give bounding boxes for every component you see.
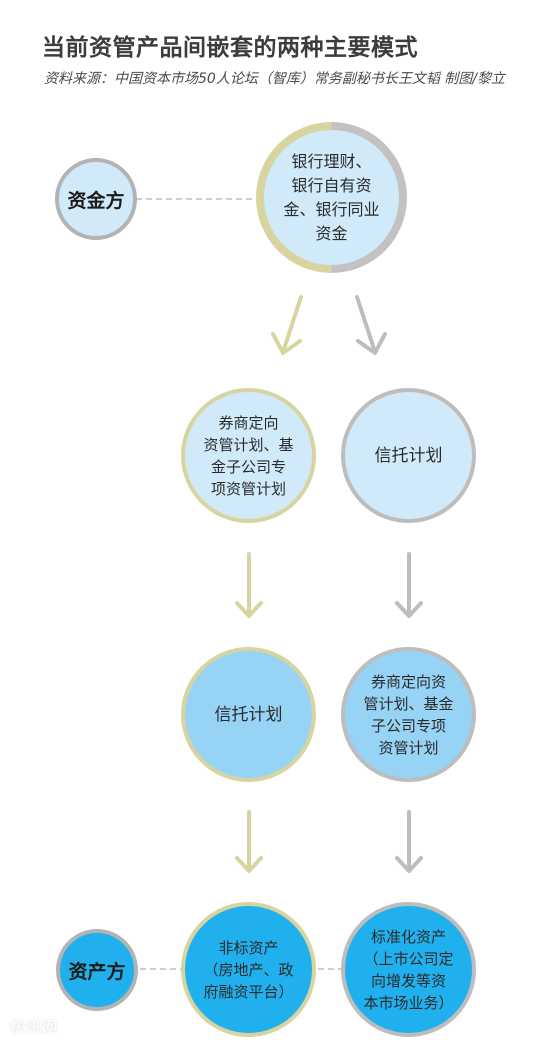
level2-left-line-4: 项资管计划 — [210, 479, 286, 498]
level2-right-label: 信托计划 — [374, 445, 443, 466]
level3-right-line-2: 管计划、基金 — [363, 694, 454, 713]
asset-side-label: 资产方 — [68, 960, 126, 983]
trust-plan-node-right: 信托计划 — [341, 388, 476, 523]
level2-left-line-1: 券商定向 — [218, 413, 279, 432]
bank-line-4: 资金 — [315, 223, 348, 243]
level2-left-line-3: 金子公司专 — [210, 457, 286, 476]
broker-fund-plan-node-left: 券商定向 资管计划、基 金子公司专 项资管计划 — [181, 388, 316, 523]
asset-left-line-1: 非标资产 — [218, 938, 279, 957]
arrow-bank-to-right — [355, 295, 387, 355]
asset-right-line-4: 本市场业务） — [363, 993, 454, 1012]
bank-funds-node: 银行理财、 银行自有资 金、银行同业 资金 — [264, 130, 399, 265]
page-title: 当前资管产品间嵌套的两种主要模式 — [42, 35, 418, 61]
arrow-left-level3-to-asset — [235, 810, 263, 873]
bank-line-2: 银行自有资 — [291, 175, 372, 195]
bank-line-3: 金、银行同业 — [283, 199, 380, 219]
watermark-logo: 快讯网 — [10, 1018, 59, 1036]
arrow-right-level2-to-level3 — [395, 552, 423, 618]
arrow-left-level2-to-level3 — [235, 552, 263, 618]
asset-right-line-3: 向增发等资 — [370, 971, 446, 990]
asset-left-line-2: （房地产、政 — [203, 960, 294, 979]
source-note: 资料来源：中国资本市场50人论坛（智库）常务副秘书长王文韬 制图/黎立 — [44, 71, 505, 87]
arrow-bank-to-left — [271, 295, 303, 355]
level3-right-line-4: 资管计划 — [378, 738, 439, 757]
asset-left-line-3: 府融资平台） — [203, 982, 294, 1001]
level3-left-label: 信托计划 — [214, 704, 283, 725]
funder-label: 资金方 — [67, 189, 125, 212]
asset-right-line-1: 标准化资产 — [370, 927, 446, 946]
asset-right-line-2: （上市公司定 — [363, 949, 454, 968]
standard-asset-node: 标准化资产 （上市公司定 向增发等资 本市场业务） — [341, 902, 476, 1037]
trust-plan-node-left: 信托计划 — [181, 647, 316, 782]
non-standard-asset-node: 非标资产 （房地产、政 府融资平台） — [181, 902, 316, 1037]
level3-right-line-1: 券商定向资 — [370, 672, 446, 691]
level3-right-line-3: 子公司专项 — [370, 716, 446, 735]
broker-fund-plan-node-right: 券商定向资 管计划、基金 子公司专项 资管计划 — [341, 647, 476, 782]
level2-left-line-2: 资管计划、基 — [203, 435, 294, 454]
asset-side-node: 资产方 — [56, 929, 138, 1011]
funder-node: 资金方 — [55, 158, 137, 240]
bank-line-1: 银行理财、 — [291, 151, 372, 171]
arrow-right-level3-to-asset — [395, 810, 423, 873]
